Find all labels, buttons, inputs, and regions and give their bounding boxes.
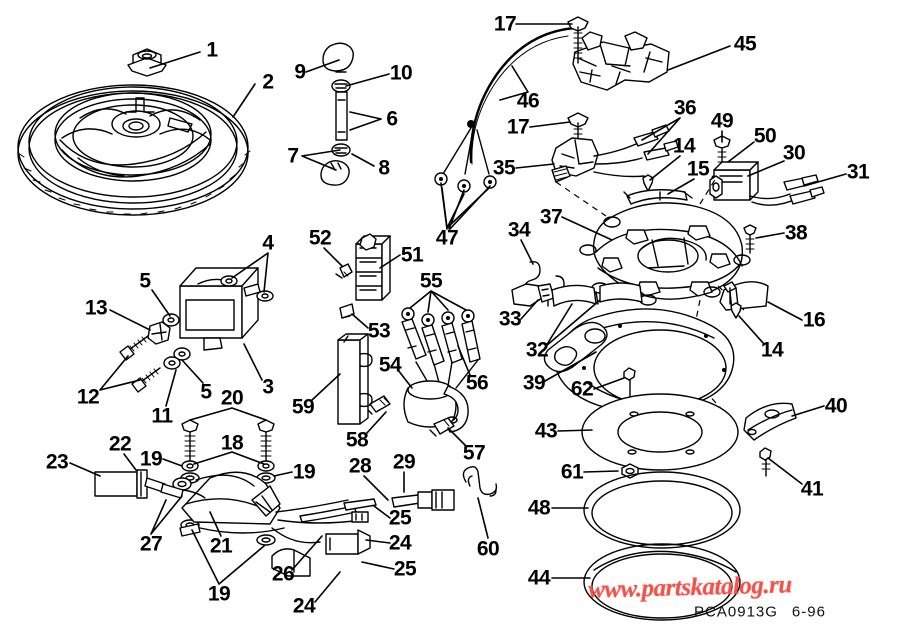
parts-14-15 (623, 174, 693, 205)
callout-number-27: 27 (139, 532, 163, 556)
bracket-59 (337, 333, 373, 425)
coil-21 (94, 469, 455, 577)
callout-number-18: 18 (220, 431, 244, 455)
callout-number-7: 7 (287, 144, 299, 168)
drawing-code: PCA0913G 6-96 (694, 604, 826, 621)
callout-number-34: 34 (507, 218, 531, 242)
cover-plate-39 (543, 308, 739, 479)
callout-number-23: 23 (45, 450, 69, 474)
callout-number-45: 45 (733, 32, 757, 56)
site-watermark: www.partskatalog.ru (587, 571, 793, 604)
weight-40 (743, 402, 797, 477)
callout-number-43: 43 (534, 419, 558, 443)
callout-number-10: 10 (389, 61, 413, 85)
callout-number-51: 51 (400, 243, 424, 267)
callout-number-30: 30 (782, 141, 806, 165)
callout-number-12: 12 (76, 385, 100, 409)
callout-number-19: 19 (292, 460, 316, 484)
parts-34-33-32 (511, 260, 643, 307)
drawing-code-number: PCA0913G (694, 603, 778, 621)
armature-plate-37 (555, 177, 751, 415)
callout-number-19: 19 (207, 582, 231, 606)
callout-number-60: 60 (476, 537, 500, 561)
leader-lines (69, 23, 847, 603)
callout-number-16: 16 (802, 308, 826, 332)
callout-number-31: 31 (846, 160, 870, 184)
callout-number-62: 62 (570, 377, 594, 401)
callout-number-47: 47 (435, 226, 459, 250)
power-pack-3 (119, 267, 274, 393)
callout-number-35: 35 (492, 156, 516, 180)
bolts-20-18-19 (180, 419, 276, 546)
callout-number-9: 9 (294, 60, 306, 84)
flywheel-assembly (17, 48, 251, 216)
terminal-strip-51 (335, 233, 391, 319)
callout-number-5: 5 (139, 269, 151, 293)
callout-number-32: 32 (525, 338, 549, 362)
callout-number-56: 56 (465, 371, 489, 395)
callout-number-52: 52 (308, 226, 332, 250)
callout-number-39: 39 (522, 371, 546, 395)
clip-60 (462, 465, 498, 497)
spark-plug-lead-group (320, 42, 354, 186)
callout-number-15: 15 (686, 157, 710, 181)
callout-number-21: 21 (209, 534, 233, 558)
callout-number-14: 14 (760, 338, 784, 362)
callout-number-3: 3 (262, 375, 274, 399)
callout-number-26: 26 (271, 562, 295, 586)
callout-number-25: 25 (393, 557, 417, 581)
callout-number-2: 2 (262, 70, 274, 94)
callout-number-24: 24 (388, 531, 412, 555)
callout-number-13: 13 (84, 296, 108, 320)
callout-number-17: 17 (493, 12, 517, 36)
callout-number-25: 25 (388, 506, 412, 530)
callout-number-38: 38 (784, 221, 808, 245)
callout-number-33: 33 (498, 307, 522, 331)
callout-number-40: 40 (824, 394, 848, 418)
callout-number-17: 17 (506, 115, 530, 139)
rings-48-44 (583, 471, 741, 621)
callout-number-22: 22 (108, 432, 132, 456)
callout-number-6: 6 (386, 107, 398, 131)
parts-16-14 (719, 281, 769, 319)
drawing-date: 6-96 (791, 603, 826, 621)
callout-number-14: 14 (672, 134, 696, 158)
callout-number-57: 57 (462, 441, 486, 465)
callout-number-55: 55 (419, 269, 443, 293)
callout-number-50: 50 (753, 124, 777, 148)
callout-number-41: 41 (800, 477, 824, 501)
callout-number-5: 5 (200, 380, 212, 404)
bracket-45 (567, 16, 670, 158)
callout-number-37: 37 (539, 205, 563, 229)
callout-number-61: 61 (560, 460, 584, 484)
callout-number-36: 36 (673, 96, 697, 120)
callout-number-54: 54 (378, 353, 402, 377)
callout-number-4: 4 (262, 231, 274, 255)
callout-number-19: 19 (139, 447, 163, 471)
callout-number-44: 44 (527, 566, 551, 590)
coils-55-56 (365, 307, 481, 437)
callout-number-58: 58 (345, 428, 369, 452)
callout-number-46: 46 (516, 89, 540, 113)
harness-arc-46 (434, 26, 577, 230)
callout-number-24: 24 (292, 594, 316, 618)
callout-number-28: 28 (348, 454, 372, 478)
callout-number-11: 11 (151, 404, 173, 428)
callout-number-1: 1 (206, 38, 218, 62)
callout-number-49: 49 (710, 109, 734, 133)
parts-49-50-30-31 (709, 135, 825, 254)
connector-35 (551, 124, 679, 183)
callout-number-29: 29 (392, 450, 416, 474)
callout-number-8: 8 (378, 156, 390, 180)
callout-number-48: 48 (527, 496, 551, 520)
callout-number-59: 59 (291, 395, 315, 419)
callout-number-53: 53 (367, 319, 391, 343)
callout-number-20: 20 (220, 386, 244, 410)
